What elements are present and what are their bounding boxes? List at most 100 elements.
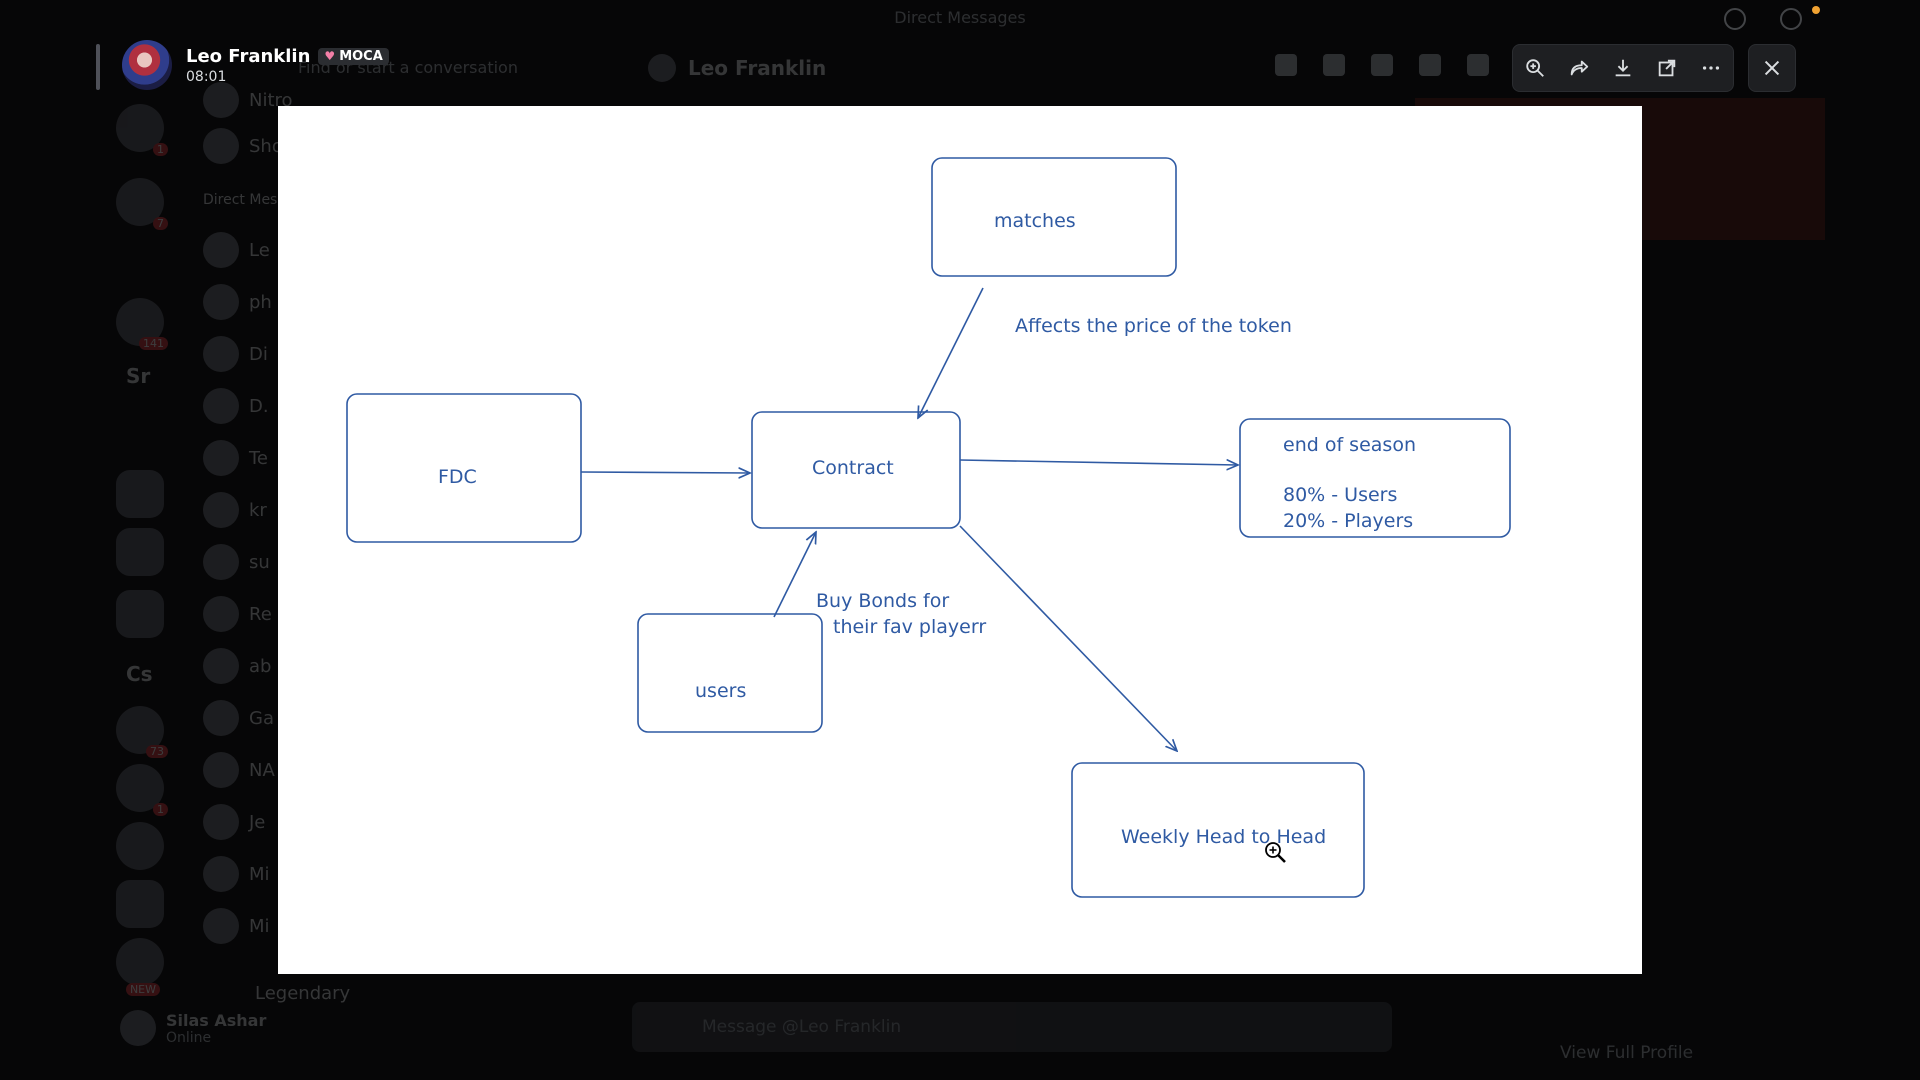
author-name-row: Leo Franklin ♥ MOCA [186, 46, 389, 67]
node-matches-label: matches [994, 210, 1076, 232]
avatar [203, 232, 239, 268]
server-icon[interactable]: 141 [116, 298, 168, 350]
node-fdc-label: FDC [438, 466, 477, 488]
avatar[interactable] [120, 1010, 156, 1046]
server-icon[interactable] [116, 590, 164, 638]
list-item[interactable]: kr [203, 490, 267, 530]
list-item[interactable]: Te [203, 438, 268, 478]
titlebar-icons [1724, 8, 1802, 30]
list-item[interactable]: Di [203, 334, 268, 374]
avatar [203, 596, 239, 632]
author-name[interactable]: Leo Franklin [186, 45, 311, 67]
list-item[interactable]: Mi [203, 906, 270, 946]
zoom-cursor-icon [1265, 842, 1286, 863]
avatar [203, 648, 239, 684]
open-in-browser-button[interactable] [1649, 50, 1685, 86]
zoom-in-icon [1526, 59, 1544, 77]
close-icon [1764, 60, 1780, 76]
server-icon[interactable] [116, 880, 164, 928]
message-input[interactable]: Message @Leo Franklin [632, 1002, 1392, 1052]
image-toolbar [1512, 44, 1734, 92]
more-button[interactable] [1693, 50, 1729, 86]
avatar [203, 752, 239, 788]
download-button[interactable] [1605, 50, 1641, 86]
arrow-contract-weekly [959, 525, 1177, 751]
pin-icon[interactable] [1371, 54, 1393, 76]
dm-item-legendary[interactable]: Legendary [255, 983, 351, 1004]
list-item[interactable]: Nitro [203, 80, 293, 120]
notification-dot [1812, 6, 1820, 14]
list-item[interactable]: Ga [203, 698, 274, 738]
call-icon[interactable] [1275, 54, 1297, 76]
server-icon[interactable] [116, 528, 164, 576]
arrow-matches-contract [918, 287, 984, 418]
note-affects-price: Affects the price of the token [1015, 315, 1292, 337]
avatar[interactable] [122, 40, 172, 90]
node-contract-box [751, 411, 961, 529]
node-matches-box [931, 157, 1177, 277]
server-icon[interactable]: 1 [116, 764, 168, 816]
server-icon[interactable]: 73 [116, 706, 168, 758]
note-buy-bonds-line1: Buy Bonds for [816, 590, 950, 612]
download-icon [1615, 59, 1631, 77]
server-icon[interactable] [116, 470, 164, 518]
header-actions [1275, 54, 1489, 76]
dm-list: Nitro Shop Direct Messages Le ph Di D. T… [195, 80, 318, 980]
nitro-icon [203, 82, 239, 118]
avatar [203, 856, 239, 892]
arrow-contract-end-of-season [959, 460, 1238, 465]
arrow-users-contract [773, 532, 816, 618]
server-folder-label[interactable]: Cs [126, 662, 153, 686]
avatar [203, 804, 239, 840]
server-badge: 141 [139, 337, 168, 350]
inbox-icon[interactable] [1724, 8, 1746, 30]
server-icon[interactable]: 1 [116, 104, 168, 156]
close-button[interactable] [1748, 44, 1796, 92]
help-icon[interactable] [1780, 8, 1802, 30]
list-item[interactable]: ph [203, 282, 272, 322]
new-badge: NEW [125, 983, 160, 996]
share-arrow-icon [1570, 60, 1589, 76]
list-item[interactable]: ab [203, 646, 271, 686]
video-icon[interactable] [1323, 54, 1345, 76]
node-users-label: users [695, 680, 747, 702]
image-author: Leo Franklin ♥ MOCA 08:01 [122, 40, 389, 90]
list-item[interactable]: Re [203, 594, 272, 634]
node-users-box [637, 613, 823, 733]
list-item[interactable]: NA [203, 750, 275, 790]
channel-header-name: Leo Franklin [688, 56, 827, 80]
node-end-of-season-box [1239, 418, 1511, 538]
list-item[interactable]: Le [203, 230, 270, 270]
divider [96, 44, 100, 90]
server-folder-label[interactable]: Sr [126, 364, 151, 388]
forward-button[interactable] [1561, 50, 1597, 86]
list-item[interactable]: su [203, 542, 270, 582]
node-end-of-season-players: 20% - Players [1283, 510, 1414, 532]
server-badge: 1 [153, 143, 168, 156]
server-icon[interactable]: NEW [116, 938, 164, 996]
list-item[interactable]: Mi [203, 854, 270, 894]
more-icon [1702, 66, 1720, 70]
flow-diagram [346, 157, 1511, 898]
server-icon[interactable] [116, 822, 164, 870]
timestamp: 08:01 [186, 68, 227, 85]
node-end-of-season-users: 80% - Users [1283, 484, 1398, 506]
user-panel: Silas Ashar Online [120, 1010, 266, 1046]
note-buy-bonds-line2: their fav playerr [833, 616, 987, 638]
list-item[interactable]: D. [203, 386, 269, 426]
add-friend-icon[interactable] [1419, 54, 1441, 76]
server-icon[interactable]: 7 [116, 178, 168, 230]
server-tag-badge: ♥ MOCA [318, 47, 389, 65]
avatar [203, 336, 239, 372]
open-external-icon [1658, 59, 1676, 77]
node-weekly-label: Weekly Head to Head [1121, 826, 1327, 848]
avatar [648, 54, 676, 82]
user-status: Online [166, 1029, 212, 1046]
list-item[interactable]: Je [203, 802, 265, 842]
avatar [203, 700, 239, 736]
image-preview[interactable]: matches FDC Contract end of season 80% -… [278, 106, 1642, 974]
profile-icon[interactable] [1467, 54, 1489, 76]
zoom-in-button[interactable] [1517, 50, 1553, 86]
view-full-profile-link[interactable]: View Full Profile [1560, 1043, 1694, 1063]
server-badge: 1 [153, 803, 168, 816]
